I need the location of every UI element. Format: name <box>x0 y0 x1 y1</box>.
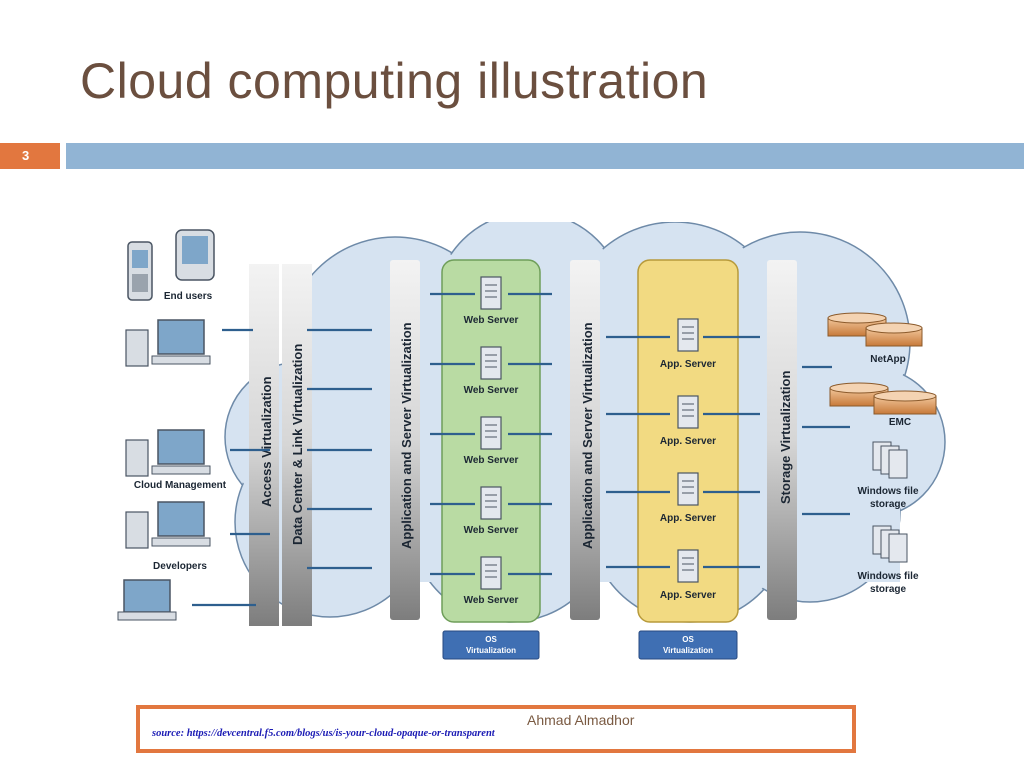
server-icon <box>480 416 502 450</box>
author-name: Ahmad Almadhor <box>527 712 635 728</box>
desktop-computer-icon <box>125 319 211 367</box>
app-server-virtualization-label-2: Application and Server Virtualization <box>580 322 595 549</box>
cloud-diagram: Access Virtualization Data Center & Link… <box>117 222 946 660</box>
cloud-management-computer-icon <box>125 429 211 477</box>
slide-number-box <box>0 143 60 169</box>
app-server-virtualization-label-1: Application and Server Virtualization <box>399 322 414 549</box>
windows-file-storage-label-2b: storage <box>870 584 907 595</box>
server-icon <box>480 346 502 380</box>
windows-file-storage-label-2a: Windows file <box>857 571 918 582</box>
web-server-5: Web Server <box>464 556 519 606</box>
os-label-web: OS <box>485 635 497 644</box>
web-server-1: Web Server <box>464 276 519 326</box>
server-icon <box>480 556 502 590</box>
slide-number: 3 <box>22 148 30 163</box>
emc-label: EMC <box>889 417 911 428</box>
source-box <box>140 709 852 749</box>
app-server-pillar-1 <box>390 260 420 620</box>
web-server-2: Web Server <box>464 346 519 396</box>
netapp-label: NetApp <box>870 354 906 365</box>
app-server-pillar-2 <box>570 260 600 620</box>
developer-computer-icon <box>125 501 211 549</box>
access-virtualization-label: Access Virtualization <box>259 376 274 507</box>
end-users-label: End users <box>164 291 213 302</box>
title-rule-bar <box>66 143 1024 169</box>
slide-title: Cloud computing illustration <box>80 53 709 109</box>
cloud-management-label: Cloud Management <box>134 480 227 491</box>
app-server-1: App. Server <box>660 318 716 370</box>
windows-file-storage-icon-2 <box>872 525 908 563</box>
datacenter-virtualization-label: Data Center & Link Virtualization <box>290 344 305 545</box>
storage-pillar <box>767 260 797 620</box>
virtualization-label-app: Virtualization <box>663 646 713 655</box>
app-server-label-2: App. Server <box>660 436 716 447</box>
app-server-label-4: App. Server <box>660 590 716 601</box>
server-icon <box>677 318 699 352</box>
windows-file-storage-icon-1 <box>872 441 908 479</box>
os-virtualization-box-app <box>638 630 738 660</box>
access-pillar <box>249 264 279 626</box>
storage-virtualization-label: Storage Virtualization <box>778 371 793 504</box>
laptop-icon <box>117 579 177 621</box>
app-server-4: App. Server <box>660 549 716 601</box>
app-tier-panel <box>637 259 739 623</box>
app-server-label-3: App. Server <box>660 513 716 524</box>
web-server-label-1: Web Server <box>464 315 519 326</box>
developers-label: Developers <box>153 561 207 572</box>
emc-storage-icon <box>829 382 937 415</box>
app-server-label-1: App. Server <box>660 359 716 370</box>
datacenter-pillar <box>282 264 312 626</box>
os-virtualization-box-web <box>442 630 540 660</box>
windows-file-storage-label-1b: storage <box>870 499 907 510</box>
server-icon <box>677 472 699 506</box>
netapp-storage-icon <box>827 312 923 347</box>
web-server-3: Web Server <box>464 416 519 466</box>
web-server-label-4: Web Server <box>464 525 519 536</box>
phone-icon <box>127 241 153 301</box>
app-server-2: App. Server <box>660 395 716 447</box>
app-server-3: App. Server <box>660 472 716 524</box>
server-icon <box>480 486 502 520</box>
source-citation: source: https://devcentral.f5.com/blogs/… <box>152 728 495 739</box>
server-icon <box>677 549 699 583</box>
server-icon <box>480 276 502 310</box>
server-icon <box>677 395 699 429</box>
windows-file-storage-label-1a: Windows file <box>857 486 918 497</box>
virtualization-label-web: Virtualization <box>466 646 516 655</box>
os-label-app: OS <box>682 635 694 644</box>
connector-lines <box>192 292 850 607</box>
pda-icon <box>175 229 215 281</box>
web-server-4: Web Server <box>464 486 519 536</box>
web-server-label-3: Web Server <box>464 455 519 466</box>
web-server-label-5: Web Server <box>464 595 519 606</box>
web-server-label-2: Web Server <box>464 385 519 396</box>
